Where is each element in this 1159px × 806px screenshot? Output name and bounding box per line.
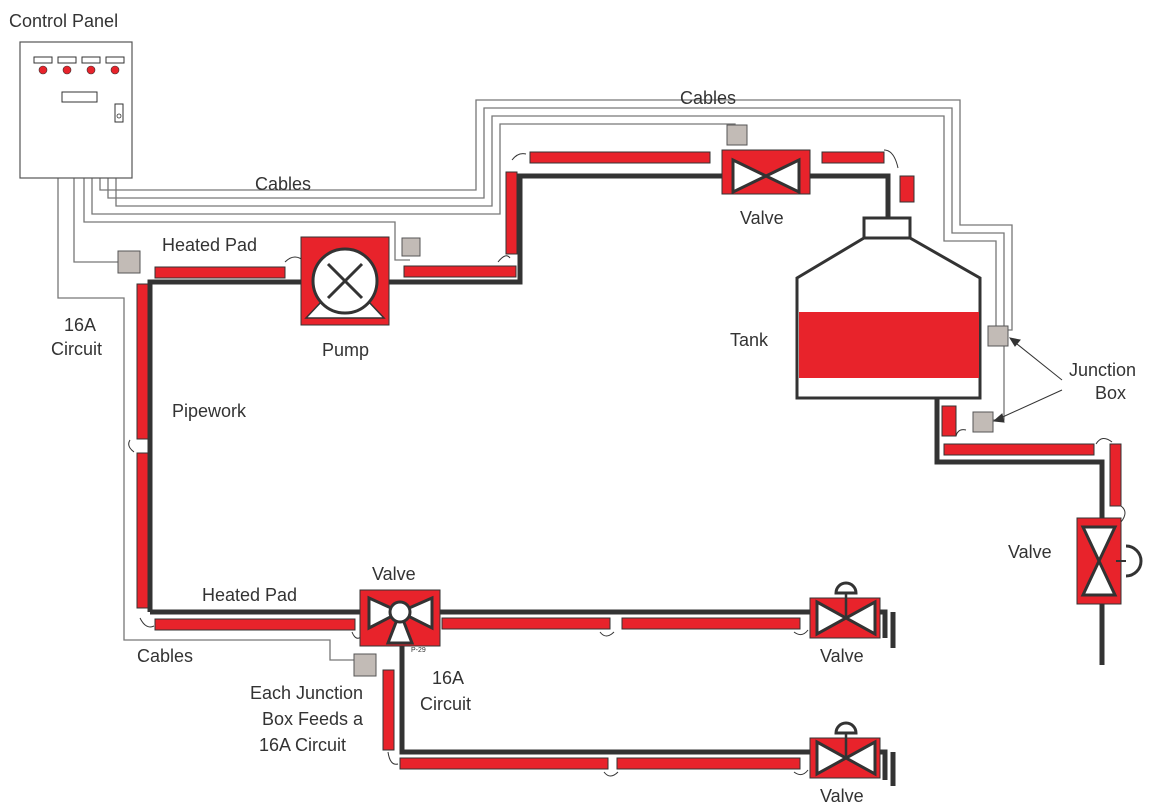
heated-pad [529, 151, 711, 164]
each-junction-box-label-2: Box Feeds a [262, 709, 364, 729]
cables-label-top: Cables [680, 88, 736, 108]
junction-box [987, 325, 1009, 347]
heated-pad [382, 669, 395, 751]
valve-center[interactable]: P-29 [359, 589, 441, 654]
cables [57, 99, 1013, 661]
junction-box [726, 124, 748, 146]
heated-pad [616, 757, 801, 770]
heated-pad [154, 266, 286, 279]
circuit-label-mid-2: Circuit [420, 694, 471, 714]
junction-box [401, 237, 421, 257]
heated-pads [136, 151, 1122, 770]
panel-switch [114, 103, 124, 123]
junction-box [117, 250, 141, 274]
each-junction-box-label-3: 16A Circuit [259, 735, 346, 755]
pump-label: Pump [322, 340, 369, 360]
junction-box-label-1: Junction [1069, 360, 1136, 380]
heated-pad [505, 171, 518, 255]
junction-box [972, 411, 994, 433]
circuit-label-left-1: 16A [64, 315, 96, 335]
cables-label-mid: Cables [255, 174, 311, 194]
heated-pad-label-top: Heated Pad [162, 235, 257, 255]
valve-branch-2[interactable] [809, 721, 881, 779]
circuit-label-mid-1: 16A [432, 668, 464, 688]
panel-display [61, 91, 98, 103]
valve-label-top: Valve [740, 208, 784, 228]
heated-pad [943, 443, 1095, 456]
valve-tag: P-29 [411, 647, 426, 654]
heated-pad [136, 452, 149, 609]
heated-pad [154, 618, 356, 631]
valve-branch-1[interactable] [809, 581, 881, 639]
cables-label-bottom: Cables [137, 646, 193, 666]
pipework-label: Pipework [172, 401, 247, 421]
heated-pad [621, 617, 801, 630]
tank-label: Tank [730, 330, 769, 350]
heated-pad [821, 151, 885, 164]
heated-pad [441, 617, 611, 630]
labels: Control Panel Cables Cables Cables Heate… [9, 11, 1136, 806]
heated-pad [403, 265, 517, 278]
pump[interactable] [300, 236, 390, 326]
valve-label-branch-2: Valve [820, 786, 864, 806]
panel-indicator-lights [33, 56, 125, 75]
junction-boxes [117, 124, 1009, 677]
valve-label-right: Valve [1008, 542, 1052, 562]
control-panel-label: Control Panel [9, 11, 118, 31]
heated-pad [1109, 443, 1122, 507]
heated-pad-label-bottom: Heated Pad [202, 585, 297, 605]
circuit-label-left-2: Circuit [51, 339, 102, 359]
valve-label-center: Valve [372, 564, 416, 584]
heated-pad [899, 175, 915, 203]
junction-box-label-2: Box [1095, 383, 1126, 403]
valve-label-branch-1: Valve [820, 646, 864, 666]
valve-top[interactable] [721, 149, 811, 195]
each-junction-box-label-1: Each Junction [250, 683, 363, 703]
junction-box-callouts [992, 337, 1063, 423]
tank-fill [799, 312, 979, 378]
junction-box [353, 653, 377, 677]
valve-right[interactable] [1076, 517, 1143, 605]
heated-pad [399, 757, 609, 770]
tank[interactable] [795, 216, 982, 400]
control-panel[interactable] [19, 41, 133, 179]
heated-pad [136, 283, 149, 440]
heated-pad [941, 405, 957, 437]
